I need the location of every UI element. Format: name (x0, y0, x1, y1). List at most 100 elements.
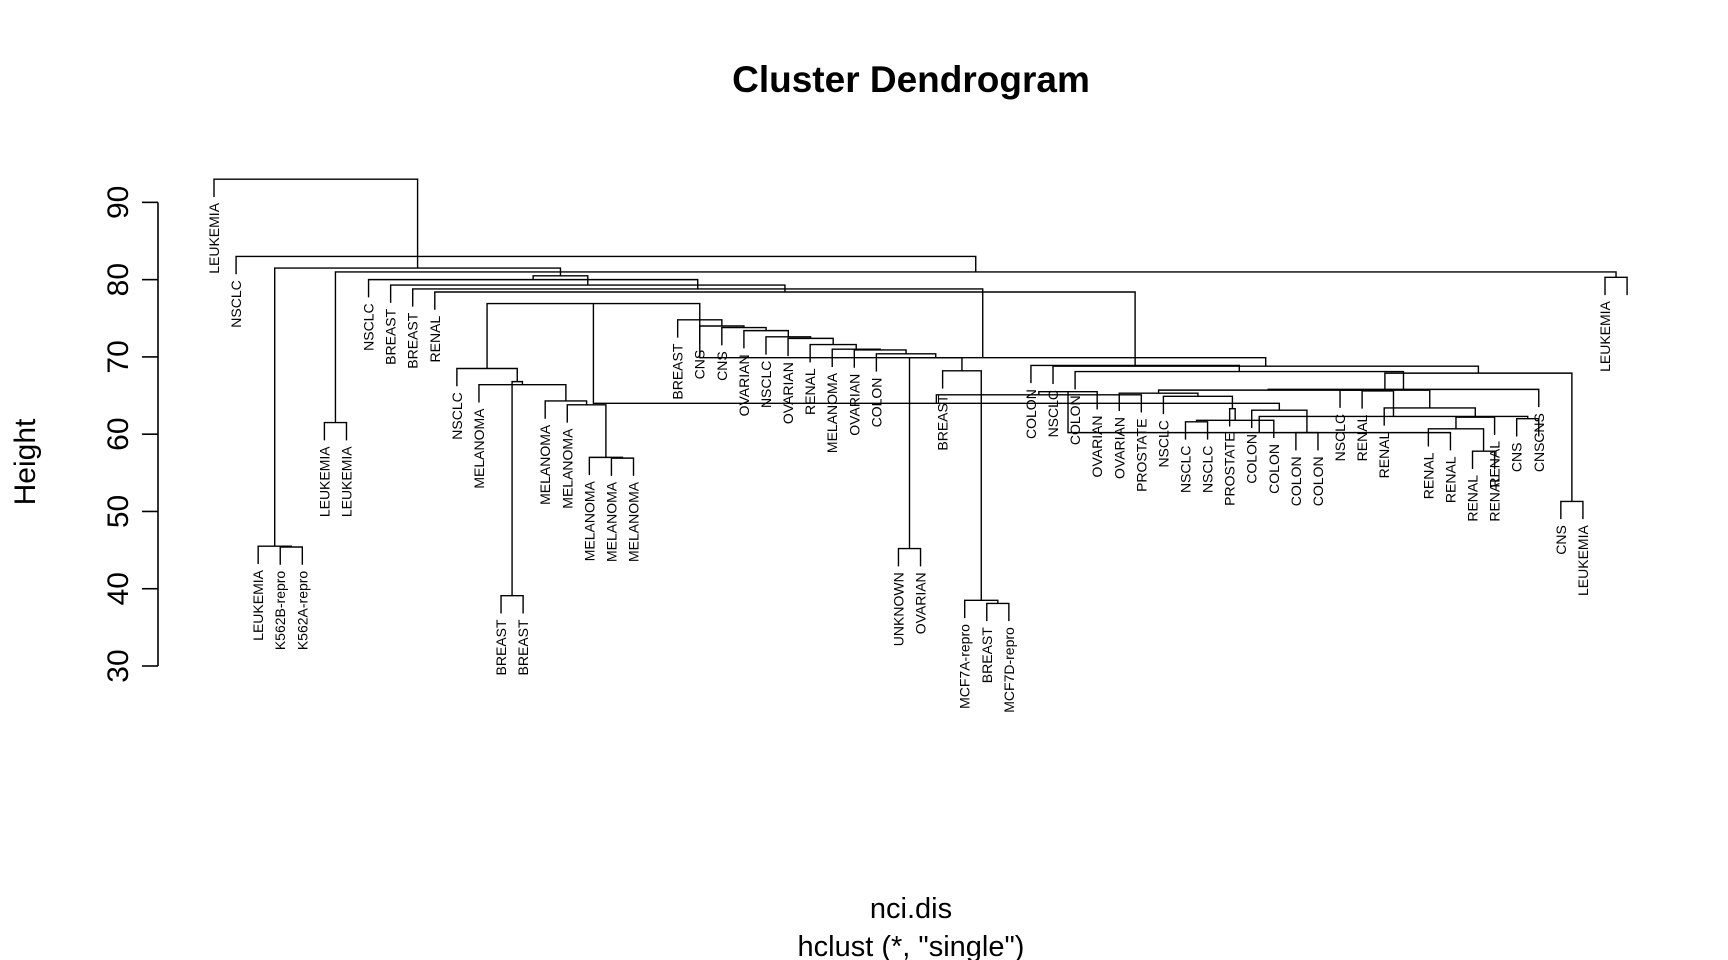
leaf-label: BREAST (935, 394, 951, 450)
leaf-label: LEUKEMIA (250, 569, 266, 640)
y-tick-label: 40 (102, 572, 135, 605)
leaf-label: NSCLC (1200, 446, 1216, 493)
leaf-label: MELANOMA (537, 424, 553, 505)
leaf-label: BREAST (383, 308, 399, 364)
leaf-label: RENAL (1487, 475, 1503, 522)
dendrogram-merge (875, 353, 937, 372)
leaf-label: RENAL (802, 368, 818, 415)
dendrogram-merge (1604, 276, 1628, 296)
leaf-label: PROSTATE (1133, 419, 1149, 492)
leaf-label: OVARIAN (780, 362, 796, 424)
dendrogram-merge (908, 356, 963, 549)
dendrogram-merge (1295, 431, 1319, 451)
method-subtitle: hclust (*, "single") (798, 931, 1025, 960)
dendrogram-merge (257, 545, 292, 564)
dendrogram-merge (1195, 419, 1275, 439)
dendrogram-merge (389, 284, 786, 303)
chart-title: Cluster Dendrogram (732, 59, 1090, 100)
dendrogram-merge (500, 594, 524, 614)
dendrogram-merge (1471, 450, 1496, 469)
leaf-label: MELANOMA (471, 408, 487, 489)
leaf-label: MELANOMA (824, 372, 840, 453)
leaf-label: BREAST (493, 619, 509, 675)
dendrogram-merge (334, 271, 1617, 423)
dendrogram-merge (787, 337, 834, 357)
leaf-label: COLON (868, 378, 884, 428)
leaf-label: NSCLC (228, 280, 244, 327)
leaf-label: COLON (1023, 389, 1039, 439)
dendrogram-merge (1052, 365, 1480, 384)
leaf-label: CNS (1531, 413, 1547, 443)
leaf-label: PROSTATE (1222, 432, 1238, 505)
leaf-label: MELANOMA (626, 481, 642, 562)
leaf-label: CNS (1509, 443, 1525, 473)
dendrogram-merge (1339, 389, 1431, 408)
y-tick-label: 70 (102, 340, 135, 373)
dendrogram-merge (412, 288, 984, 358)
dendrogram-merge (610, 457, 635, 476)
dendrogram-merge (853, 349, 907, 368)
y-tick-label: 60 (102, 417, 135, 450)
leaf-label: CNS (714, 351, 730, 381)
leaf-label: OVARIAN (736, 354, 752, 416)
dendrogram-merge (1560, 500, 1584, 520)
y-tick-label: 80 (102, 263, 135, 296)
leaf-label: NSCLC (1332, 414, 1348, 461)
dendrogram-merge (1184, 421, 1209, 440)
leaf-label: MELANOMA (603, 481, 619, 562)
y-tick-label: 90 (102, 186, 135, 219)
dendrogram-merge (1427, 428, 1485, 452)
leaf-label: LEUKEMIA (1597, 300, 1613, 371)
leaf-label: MCF7D-repro (1001, 627, 1017, 713)
dendrogram-merge (1228, 407, 1236, 427)
leaf-label: RENAL (1354, 414, 1370, 461)
y-axis-label: Height (9, 418, 42, 505)
leaf-label: LEUKEMIA (316, 446, 332, 517)
dendrogram-merge (1455, 416, 1496, 435)
leaf-label: RENAL (1465, 475, 1481, 522)
dendrogram-merge (1162, 395, 1234, 415)
leaf-label: MELANOMA (581, 480, 597, 561)
leaf-label: K562A-repro (294, 571, 310, 651)
leaf-label: NSCLC (361, 303, 377, 350)
dendrogram-merge (986, 602, 1010, 622)
dendrogram-merge (809, 343, 857, 363)
leaf-label: OVARIAN (846, 374, 862, 436)
leaf-label: NSCLC (449, 392, 465, 439)
leaf-label: MCF7A-repro (957, 624, 973, 709)
leaf-label: BREAST (979, 627, 995, 683)
leaf-label: COLON (1266, 444, 1282, 494)
leaf-label: BREAST (670, 343, 686, 399)
dendrogram-merge (1361, 390, 1395, 417)
dendrogram-merge (1030, 364, 1240, 384)
leaf-label: OVARIAN (913, 572, 929, 634)
leaf-label: UNKNOWN (890, 572, 906, 646)
dendrogram-merge (279, 546, 304, 565)
dendrogram-merge (323, 421, 348, 441)
leaf-labels: K562B-repro K562A-repro LEUKEMIA LEUKEMIA LE… (206, 202, 1613, 712)
dendrogram-tree (213, 178, 1628, 622)
dendrogram-merge (213, 178, 419, 269)
dendrogram-merge (235, 255, 977, 275)
leaf-label: K562B-repro (272, 571, 288, 651)
dendrogram-merge (1074, 370, 1405, 390)
dendrogram-merge (699, 319, 1267, 367)
leaf-label: CNS (692, 350, 708, 380)
leaf-label: OVARIAN (1089, 415, 1105, 477)
dendrogram-merge (592, 303, 1281, 411)
leaf-label: RENAL (1376, 431, 1392, 478)
dendrogram-merge (1267, 388, 1540, 408)
leaf-label: MELANOMA (559, 428, 575, 509)
dendrogram-merge (588, 456, 624, 476)
dendrogram-merge (456, 367, 518, 387)
leaf-label: BREAST (515, 619, 531, 675)
dendrogram-merge (1258, 415, 1529, 433)
dendrogram-merge (544, 400, 588, 419)
leaf-label: CNS (1531, 443, 1547, 473)
leaf-label: LEUKEMIA (206, 202, 222, 273)
leaf-label: NSCLC (1155, 420, 1171, 467)
leaf-label: OVARIAN (1111, 417, 1127, 479)
leaf-label: COLON (1310, 456, 1326, 506)
dendrogram-merge (532, 275, 589, 286)
